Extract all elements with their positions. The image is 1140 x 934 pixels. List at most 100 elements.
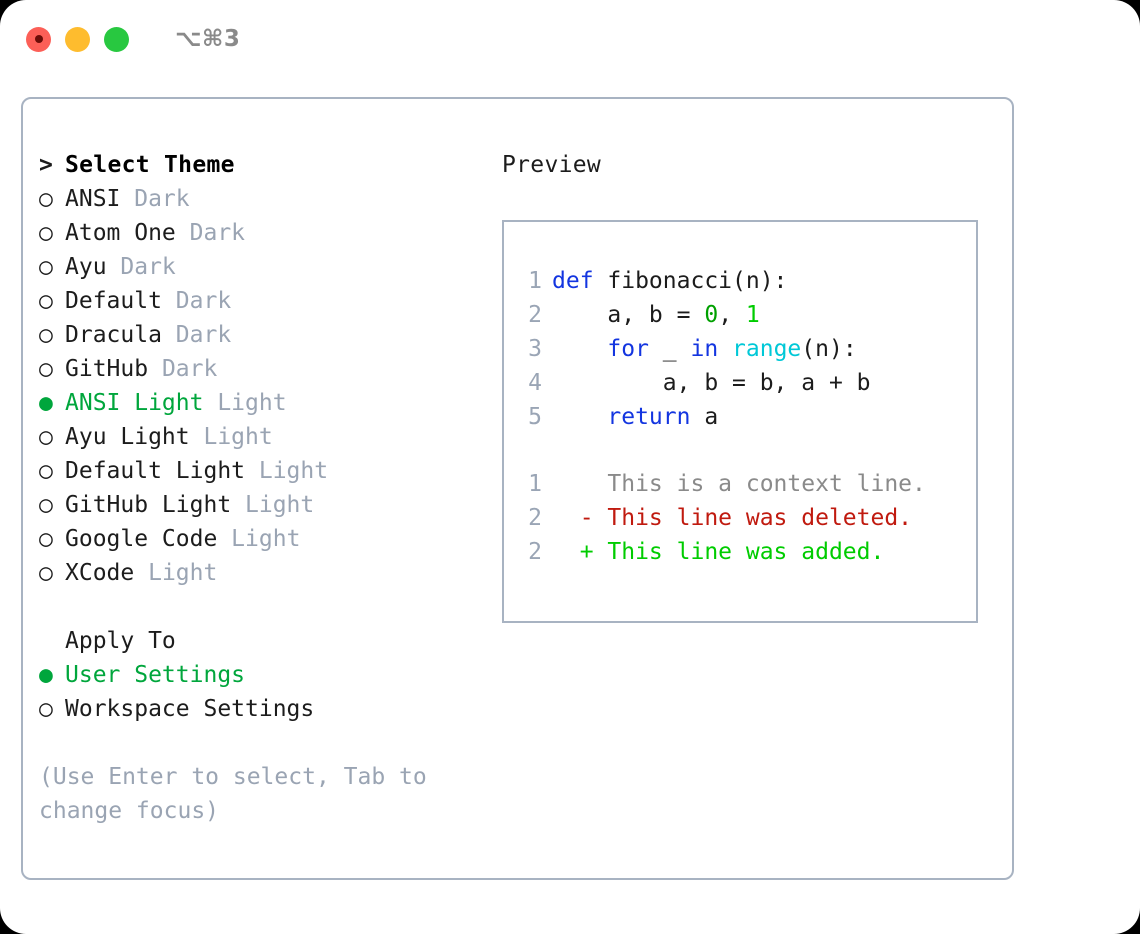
diff-sample: 1 This is a context line.2 - This line w… bbox=[520, 467, 926, 569]
code-token: (n): bbox=[801, 336, 857, 362]
theme-list-item[interactable]: ○ Dracula Dark bbox=[39, 318, 494, 352]
traffic-light-group bbox=[26, 26, 129, 52]
code-token: a, b = bbox=[552, 302, 705, 328]
code-token: def bbox=[552, 268, 608, 294]
close-button[interactable] bbox=[26, 26, 51, 52]
diff-text: This line was deleted. bbox=[607, 505, 913, 531]
code-token: return bbox=[607, 404, 691, 430]
theme-variant-label: Light bbox=[134, 560, 218, 586]
theme-list-item[interactable]: ○Ayu Dark bbox=[39, 250, 494, 284]
radio-unselected-icon[interactable]: ○ bbox=[39, 424, 53, 450]
theme-variant-label: Dark bbox=[148, 356, 218, 382]
theme-variant-label: Light bbox=[203, 390, 287, 416]
radio-unselected-icon[interactable]: ○ bbox=[39, 560, 53, 586]
code-token: 1 bbox=[745, 302, 760, 328]
theme-variant-label: Dark bbox=[106, 254, 176, 280]
theme-variant-label: Dark bbox=[175, 220, 246, 246]
theme-variant-label: Light bbox=[189, 424, 273, 450]
window-titlebar: ⌥⌘3 bbox=[0, 0, 1140, 78]
radio-unselected-icon[interactable]: ○ bbox=[39, 696, 53, 722]
theme-picker-column: >Select Theme ○ANSI Dark○Atom One Dark○A… bbox=[39, 148, 494, 828]
radio-unselected-icon[interactable]: ○ bbox=[39, 220, 53, 246]
code-token bbox=[552, 404, 607, 430]
radio-selected-icon[interactable]: ● bbox=[39, 662, 53, 688]
apply-to-heading: Apply To bbox=[39, 624, 494, 658]
diff-text: This line was added. bbox=[607, 539, 885, 565]
theme-name-label: XCode bbox=[65, 560, 135, 586]
radio-selected-icon[interactable]: ● bbox=[39, 390, 53, 416]
code-line-number: 5 bbox=[528, 404, 542, 430]
theme-list-item[interactable]: ○GitHub Dark bbox=[39, 352, 494, 386]
theme-name-label: Default Light bbox=[65, 458, 246, 484]
code-line-number: 3 bbox=[528, 336, 542, 362]
theme-list-item[interactable]: ○ ANSI Dark bbox=[39, 182, 494, 216]
radio-unselected-icon[interactable]: ○ bbox=[39, 254, 53, 280]
code-token: in bbox=[690, 336, 719, 362]
keyboard-hint-text: (Use Enter to select, Tab to change focu… bbox=[39, 764, 427, 824]
code-token: a bbox=[690, 404, 719, 430]
code-token: _ bbox=[648, 336, 691, 362]
keyboard-shortcut-label: ⌥⌘3 bbox=[175, 26, 241, 52]
code-line: 5 return a bbox=[520, 400, 871, 434]
minimize-button[interactable] bbox=[65, 26, 90, 52]
theme-list-item[interactable]: ○Default Dark bbox=[39, 284, 494, 318]
theme-name-label: ANSI Light bbox=[65, 390, 204, 416]
theme-variant-label: Light bbox=[231, 492, 315, 518]
apply-to-option-label: Workspace Settings bbox=[65, 696, 315, 722]
code-token bbox=[552, 336, 607, 362]
radio-unselected-icon[interactable]: ○ bbox=[39, 458, 53, 484]
code-token bbox=[718, 336, 732, 362]
theme-name-label: Google Code bbox=[65, 526, 218, 552]
apply-to-option[interactable]: ○ Workspace Settings bbox=[39, 692, 494, 726]
apply-to-option-label: User Settings bbox=[65, 662, 246, 688]
code-line: 3 for _ in range(n): bbox=[520, 332, 871, 366]
radio-unselected-icon[interactable]: ○ bbox=[39, 322, 53, 348]
theme-name-label: Dracula bbox=[65, 322, 162, 348]
apply-to-indent bbox=[39, 624, 65, 658]
spacer bbox=[39, 590, 494, 624]
radio-unselected-icon[interactable]: ○ bbox=[39, 492, 53, 518]
theme-name-label: ANSI bbox=[65, 186, 121, 212]
code-line-number: 1 bbox=[528, 268, 542, 294]
theme-list-item[interactable]: ○ Ayu Light Light bbox=[39, 420, 494, 454]
theme-list-item[interactable]: ○Google Code Light bbox=[39, 522, 494, 556]
code-token: range bbox=[732, 336, 802, 362]
diff-line: 2 + This line was added. bbox=[520, 535, 926, 569]
radio-unselected-icon[interactable]: ○ bbox=[39, 356, 53, 382]
theme-list-item[interactable]: ● ANSI Light Light bbox=[39, 386, 494, 420]
select-theme-heading-label: Select Theme bbox=[65, 152, 235, 178]
code-line: 4 a, b = b, a + b bbox=[520, 366, 871, 400]
code-line: 2 a, b = 0, 1 bbox=[520, 298, 871, 332]
theme-name-label: Default bbox=[65, 288, 162, 314]
radio-unselected-icon[interactable]: ○ bbox=[39, 526, 53, 552]
diff-marker bbox=[552, 471, 607, 497]
diff-line-number: 2 bbox=[528, 539, 542, 565]
diff-line-number: 2 bbox=[528, 505, 542, 531]
theme-list-item[interactable]: ○Default Light Light bbox=[39, 454, 494, 488]
code-token: 0 bbox=[704, 302, 719, 328]
theme-name-label: Atom One bbox=[65, 220, 176, 246]
diff-line-number: 1 bbox=[528, 471, 542, 497]
theme-variant-label: Dark bbox=[120, 186, 190, 212]
theme-list-item[interactable]: ○ XCode Light bbox=[39, 556, 494, 590]
theme-variant-label: Dark bbox=[161, 322, 232, 348]
select-theme-heading: >Select Theme bbox=[39, 148, 494, 182]
diff-line: 1 This is a context line. bbox=[520, 467, 926, 501]
theme-list-item[interactable]: ○GitHub Light Light bbox=[39, 488, 494, 522]
diff-text: This is a context line. bbox=[607, 471, 926, 497]
radio-unselected-icon[interactable]: ○ bbox=[39, 186, 53, 212]
theme-list: ○ANSI Dark○Atom One Dark○Ayu Dark○Defaul… bbox=[39, 182, 494, 590]
apply-to-option[interactable]: ● User Settings bbox=[39, 658, 494, 692]
maximize-button[interactable] bbox=[104, 26, 129, 52]
theme-name-label: Ayu Light bbox=[65, 424, 190, 450]
main-panel: >Select Theme ○ANSI Dark○Atom One Dark○A… bbox=[21, 97, 1014, 880]
code-token: a, b = b, a + b bbox=[552, 370, 871, 396]
radio-unselected-icon[interactable]: ○ bbox=[39, 288, 53, 314]
apply-to-list: ● User Settings ○ Workspace Settings bbox=[39, 658, 494, 726]
theme-list-item[interactable]: ○ Atom One Dark bbox=[39, 216, 494, 250]
